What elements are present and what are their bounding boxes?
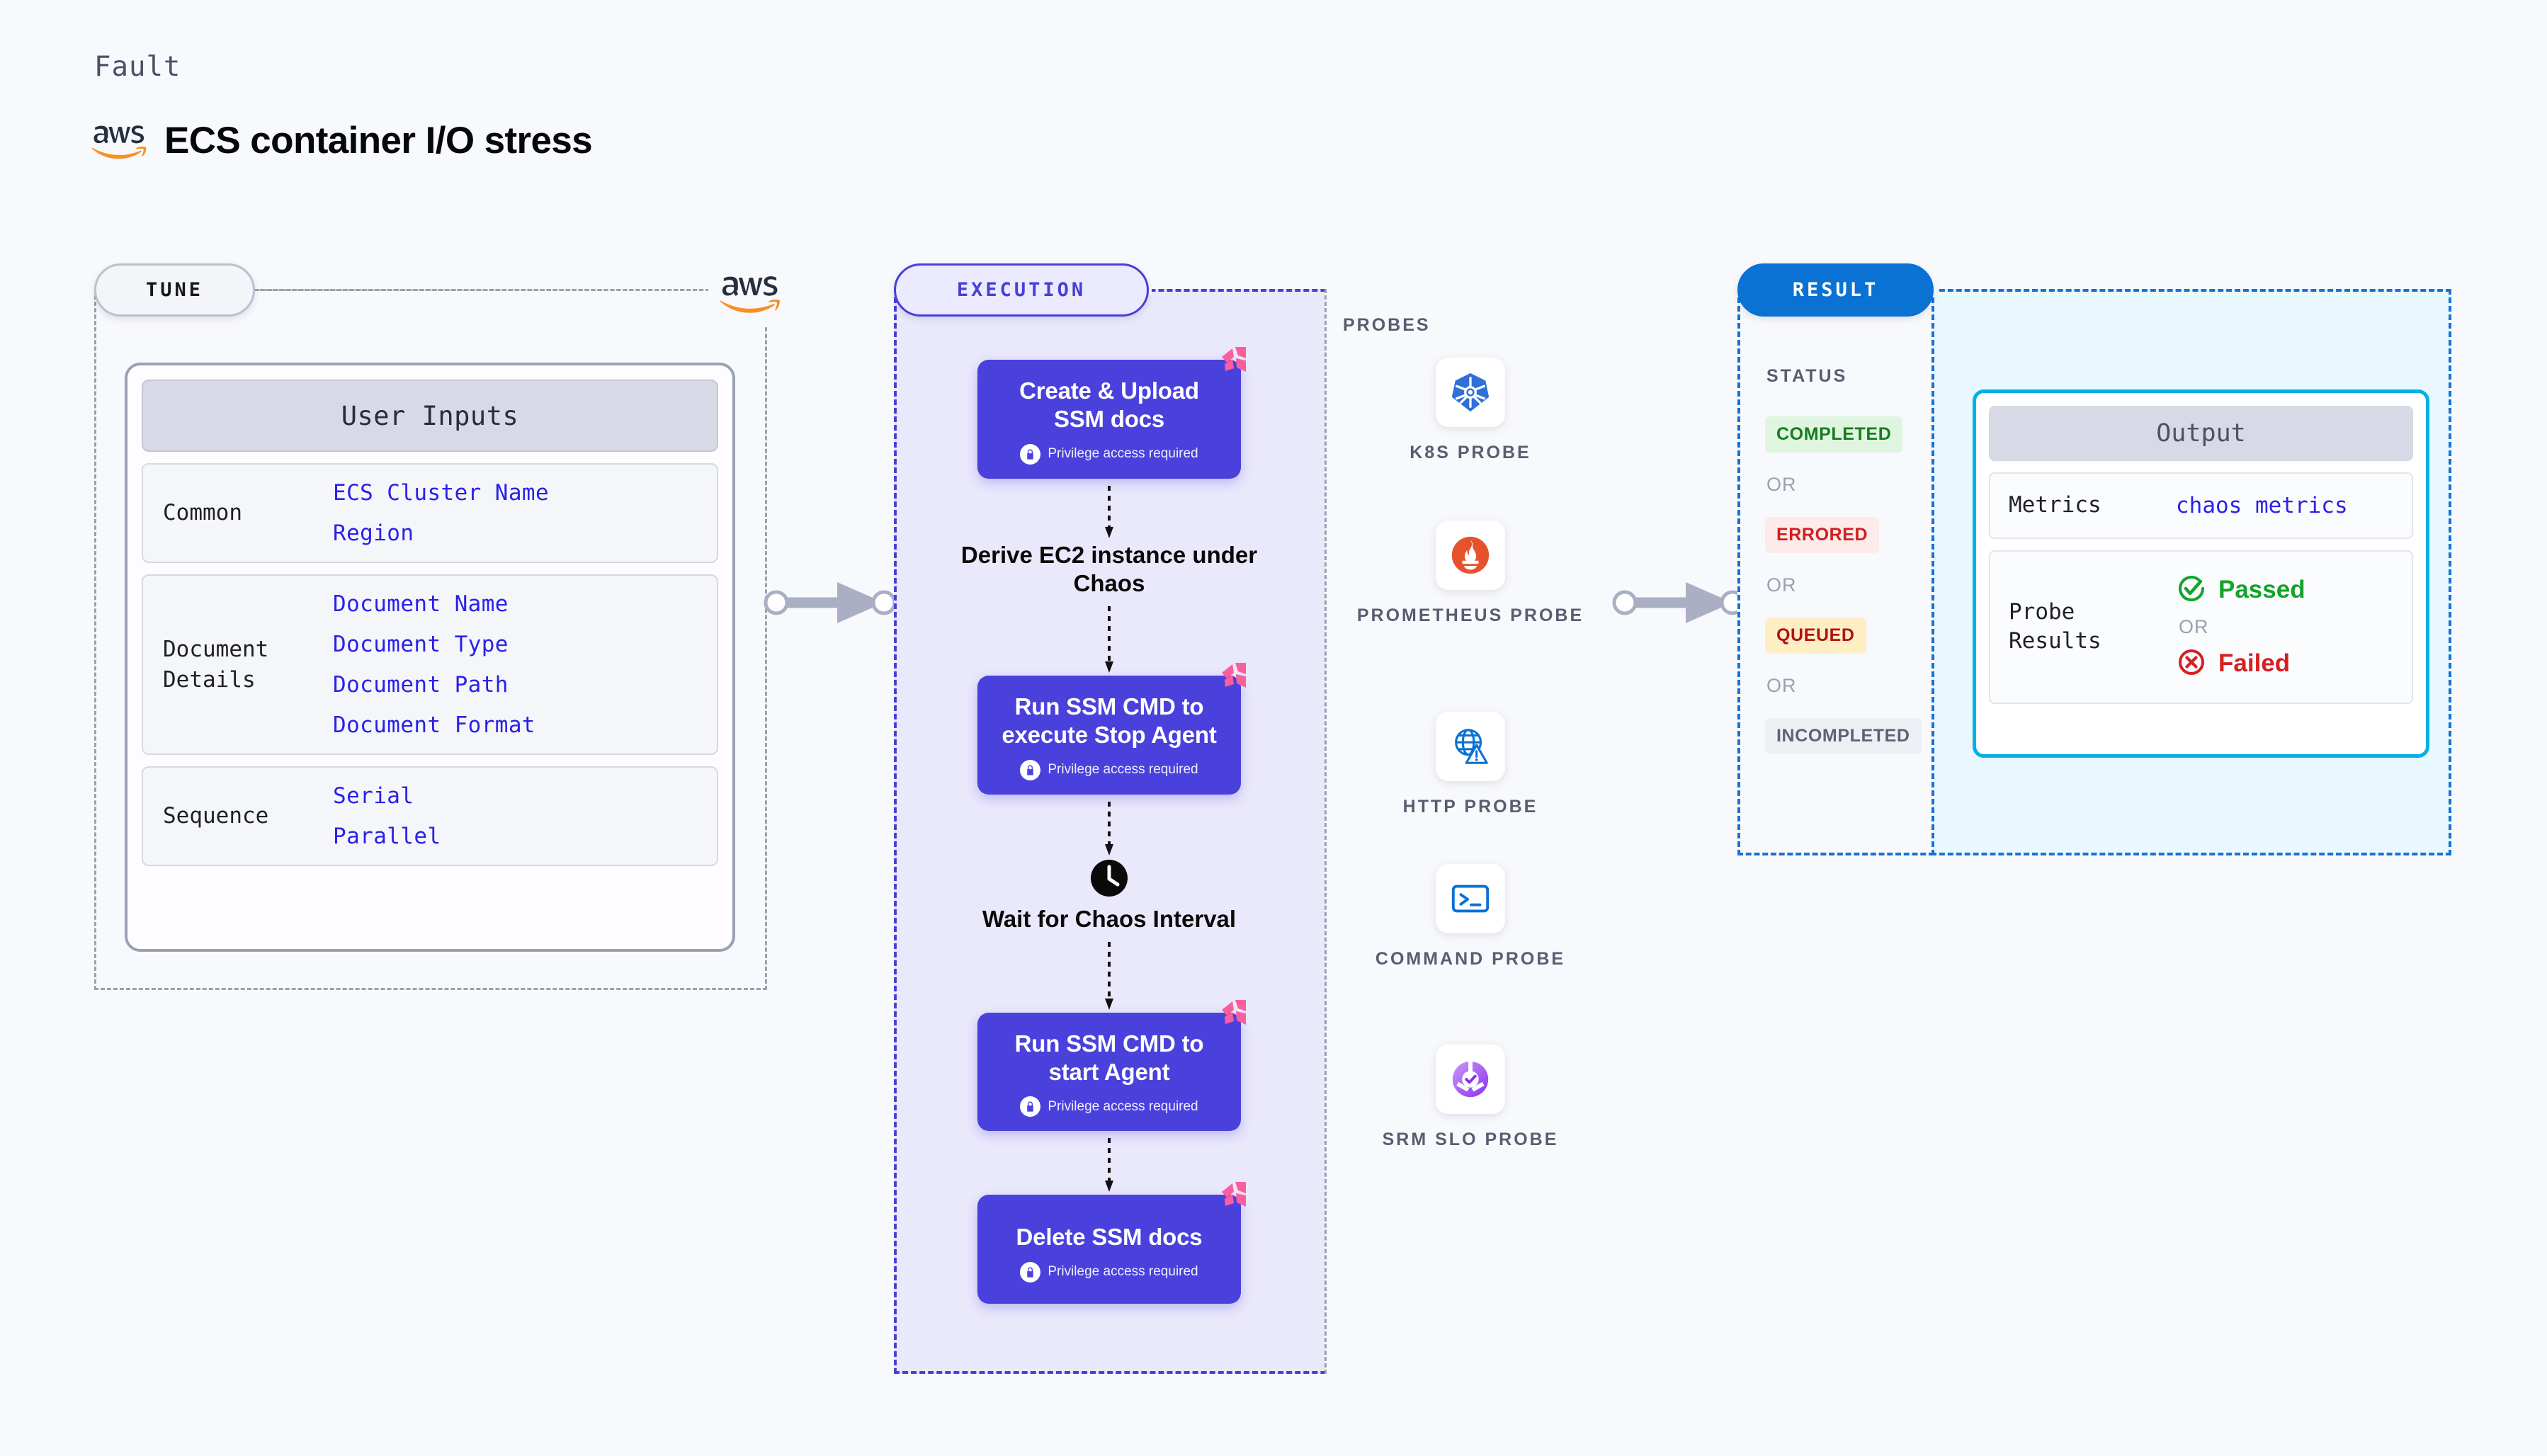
probe-label: PROMETHEUS PROBE	[1356, 605, 1584, 625]
probe-result-failed: Failed	[2176, 647, 2305, 681]
user-inputs-title: User Inputs	[142, 380, 718, 452]
passed-label: Passed	[2218, 576, 2305, 604]
metrics-value[interactable]: chaos metrics	[2176, 492, 2348, 518]
status-title: STATUS	[1766, 366, 1848, 386]
probes-region	[1324, 289, 1616, 1374]
harness-flag-icon	[1213, 657, 1254, 698]
connector-tune-to-execution	[764, 575, 902, 634]
lock-icon	[1020, 759, 1041, 780]
input-group-label: Document Details	[163, 636, 269, 693]
step-title: Run SSM CMD to start Agent	[1014, 1030, 1204, 1085]
flow-arrow	[960, 485, 1258, 541]
check-circle-icon	[2176, 573, 2207, 608]
or-separator: OR	[1766, 574, 1797, 596]
execution-label-pill: EXECUTION	[894, 263, 1149, 317]
output-title: Output	[1989, 406, 2413, 461]
result-label-pill: RESULT	[1737, 263, 1934, 317]
step-card[interactable]: Create & Upload SSM docs Privilege acces…	[977, 347, 1246, 479]
step-card[interactable]: Delete SSM docs Privilege access require…	[977, 1182, 1246, 1304]
probe-results-label: Probe Results	[2009, 598, 2101, 654]
page-eyebrow: Fault	[94, 51, 181, 83]
step-plain: Derive EC2 instance under Chaos	[960, 541, 1258, 596]
tune-label-pill: TUNE	[94, 263, 255, 317]
probe-label: SRM SLO PROBE	[1382, 1130, 1559, 1149]
probe-item-command[interactable]: COMMAND PROBE	[1324, 864, 1616, 972]
input-value[interactable]: Document Path	[333, 672, 509, 698]
flow-arrow	[960, 941, 1258, 1013]
failed-label: Failed	[2218, 649, 2291, 678]
tune-top-dashed-line	[255, 289, 722, 291]
input-value[interactable]: Document Name	[333, 591, 509, 617]
input-value[interactable]: Serial	[333, 783, 414, 809]
lock-icon	[1020, 1096, 1041, 1117]
harness-flag-icon	[1213, 341, 1254, 382]
x-circle-icon	[2176, 647, 2207, 681]
probe-item-prometheus[interactable]: PROMETHEUS PROBE	[1324, 521, 1616, 628]
page-title: ECS container I/O stress	[164, 120, 593, 161]
probe-label: K8S PROBE	[1409, 443, 1531, 462]
output-row-probe-results: Probe Results Passed OR	[1989, 550, 2413, 704]
step-privilege-note: Privilege access required	[992, 759, 1227, 780]
input-value[interactable]: Document Type	[333, 632, 509, 657]
privilege-text: Privilege access required	[1048, 446, 1198, 461]
page-title-row: ECS container I/O stress	[91, 119, 593, 162]
probe-label: COMMAND PROBE	[1375, 949, 1566, 969]
probe-item-srm-slo[interactable]: SRM SLO PROBE	[1324, 1045, 1616, 1152]
output-row-metrics: Metrics chaos metrics	[1989, 472, 2413, 539]
step-privilege-note: Privilege access required	[992, 1261, 1227, 1282]
connector-execution-to-result	[1612, 575, 1751, 634]
probe-result-passed: Passed	[2176, 573, 2305, 608]
or-separator: OR	[1766, 675, 1797, 696]
terminal-icon	[1436, 864, 1505, 933]
probes-title: PROBES	[1343, 315, 1431, 335]
step-plain: Wait for Chaos Interval	[982, 905, 1237, 932]
status-badge-completed: COMPLETED	[1765, 416, 1903, 453]
status-badge-incompleted: INCOMPLETED	[1765, 718, 1922, 754]
lock-icon	[1020, 443, 1041, 465]
aws-logo-icon	[91, 121, 149, 161]
user-inputs-card: User Inputs Common ECS Cluster Name Regi…	[125, 363, 735, 952]
input-group-label: Sequence	[163, 803, 269, 829]
output-card: Output Metrics chaos metrics Probe Resul…	[1973, 389, 2429, 758]
harness-flag-icon	[1213, 994, 1254, 1035]
execution-flow: Create & Upload SSM docs Privilege acces…	[894, 289, 1324, 1304]
input-group-document-details: Document Details Document Name Document …	[142, 574, 718, 755]
step-title: Run SSM CMD to execute Stop Agent	[1002, 693, 1217, 749]
step-privilege-note: Privilege access required	[992, 1096, 1227, 1117]
or-separator: OR	[1766, 474, 1797, 495]
privilege-text: Privilege access required	[1048, 762, 1198, 777]
probe-item-http[interactable]: HTTP PROBE	[1324, 712, 1616, 819]
probe-label: HTTP PROBE	[1402, 797, 1538, 817]
step-card[interactable]: Run SSM CMD to execute Stop Agent Privil…	[977, 663, 1246, 795]
http-globe-icon	[1436, 712, 1505, 781]
or-separator: OR	[2179, 615, 2209, 637]
kubernetes-icon	[1436, 358, 1505, 427]
tune-aws-logo-icon	[708, 261, 793, 326]
flow-arrow	[960, 606, 1258, 676]
harness-flag-icon	[1213, 1176, 1254, 1217]
input-value[interactable]: ECS Cluster Name	[333, 480, 550, 506]
step-privilege-note: Privilege access required	[992, 443, 1227, 465]
input-group-label: Common	[163, 500, 242, 526]
input-value[interactable]: Parallel	[333, 824, 441, 849]
status-badge-queued: QUEUED	[1765, 618, 1866, 654]
privilege-text: Privilege access required	[1048, 1098, 1198, 1114]
step-title: Delete SSM docs	[1016, 1224, 1203, 1251]
probe-item-k8s[interactable]: K8S PROBE	[1324, 358, 1616, 465]
step-title: Create & Upload SSM docs	[1019, 377, 1199, 433]
clock-icon	[894, 858, 1324, 898]
lock-icon	[1020, 1261, 1041, 1282]
step-card[interactable]: Run SSM CMD to start Agent Privilege acc…	[977, 999, 1246, 1132]
prometheus-icon	[1436, 521, 1505, 590]
input-group-common: Common ECS Cluster Name Region	[142, 463, 718, 563]
flow-arrow	[960, 801, 1258, 858]
flow-arrow	[960, 1138, 1258, 1195]
input-group-sequence: Sequence Serial Parallel	[142, 766, 718, 866]
status-badge-errored: ERRORED	[1765, 517, 1880, 553]
input-value[interactable]: Region	[333, 521, 414, 546]
privilege-text: Privilege access required	[1048, 1264, 1198, 1279]
input-value[interactable]: Document Format	[333, 712, 535, 738]
srm-slo-icon	[1436, 1045, 1505, 1114]
metrics-label: Metrics	[2009, 492, 2101, 518]
